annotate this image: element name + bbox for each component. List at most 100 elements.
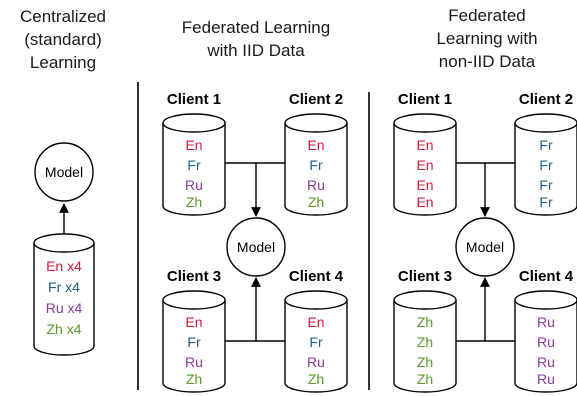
language-label: Fr (309, 157, 323, 173)
non-iid-heading: Federated Learning with non-IID Data (436, 6, 537, 71)
language-label: Fr (539, 137, 553, 153)
centralized-section: Model En x4 Fr x4 Ru x4 Zh x4 (33, 142, 95, 356)
iid-model-node: Model (226, 217, 286, 277)
language-label: En (307, 137, 324, 153)
non-iid-heading-line-1: Federated (448, 6, 526, 25)
cylinder-top (393, 290, 457, 310)
cylinder-body (284, 300, 348, 393)
cylinder-top (514, 113, 577, 133)
language-label: Ru (307, 177, 325, 193)
centralized-heading-line-1: Centralized (20, 7, 106, 26)
language-label: Zh (186, 194, 202, 210)
language-label: Fr (309, 334, 323, 350)
language-label: Fr x4 (48, 279, 80, 295)
client-label: Client 2 (519, 91, 573, 108)
model-circle (34, 142, 94, 202)
model-circle (226, 217, 286, 277)
language-label: Zh (417, 314, 433, 330)
language-label: Ru (307, 354, 325, 370)
cylinder-top (393, 113, 457, 133)
cylinder-body (33, 243, 95, 356)
language-label: En (307, 314, 324, 330)
non-iid-model-node: Model (455, 217, 515, 277)
cylinder-body (393, 300, 457, 393)
client-label: Client 4 (289, 268, 344, 285)
centralized-model-node: Model (34, 142, 94, 202)
language-label: En x4 (46, 258, 82, 274)
model-circle (455, 217, 515, 277)
language-label: Zh (308, 371, 324, 387)
language-label: Zh (186, 371, 202, 387)
language-label: En (185, 314, 202, 330)
language-label: Fr (539, 194, 553, 210)
model-label: Model (237, 239, 275, 255)
cylinder-body (284, 123, 348, 216)
cylinder-top (33, 233, 95, 253)
language-label: Zh (417, 354, 433, 370)
cylinder-top (514, 290, 577, 310)
client-label: Client 3 (167, 268, 221, 285)
language-label: Fr (187, 157, 201, 173)
cylinder-top (284, 290, 348, 310)
cylinder-top (284, 113, 348, 133)
client-label: Client 2 (289, 91, 343, 108)
iid-heading-line-1: Federated Learning (182, 18, 330, 37)
language-label: Ru (537, 334, 555, 350)
model-label: Model (45, 164, 83, 180)
language-label: Zh (308, 194, 324, 210)
cylinder-body (514, 300, 577, 393)
iid-heading: Federated Learning with IID Data (182, 18, 330, 60)
non-iid-connectors (456, 162, 515, 342)
language-label: Zh x4 (46, 321, 81, 337)
language-label: Fr (539, 177, 553, 193)
client-label: Client 1 (167, 91, 221, 108)
language-label: En (416, 157, 433, 173)
centralized-heading-line-3: Learning (30, 53, 96, 72)
model-label: Model (466, 239, 504, 255)
centralized-heading: Centralized (standard) Learning (20, 7, 106, 72)
cylinder-body (162, 123, 226, 216)
language-label: En (185, 137, 202, 153)
language-label: Fr (187, 334, 201, 350)
language-label: Zh (417, 334, 433, 350)
non-iid-heading-line-2: Learning with (436, 29, 537, 48)
language-label: Ru (185, 354, 203, 370)
language-label: Zh (417, 371, 433, 387)
cylinder-body (162, 300, 226, 393)
non-iid-heading-line-3: non-IID Data (439, 52, 536, 71)
language-label: Ru x4 (46, 300, 83, 316)
language-label: Fr (539, 157, 553, 173)
iid-heading-line-2: with IID Data (206, 41, 305, 60)
cylinder-top (162, 290, 226, 310)
cylinder-top (162, 113, 226, 133)
database-cylinder: En x4 Fr x4 Ru x4 Zh x4 (33, 233, 95, 356)
language-label: Ru (537, 314, 555, 330)
centralized-heading-line-2: (standard) (24, 30, 101, 49)
language-label: En (416, 137, 433, 153)
cylinder-body (393, 123, 457, 216)
language-label: Ru (185, 177, 203, 193)
language-label: En (416, 177, 433, 193)
iid-connectors (225, 162, 285, 342)
language-label: En (416, 194, 433, 210)
client-label: Client 3 (398, 268, 452, 285)
language-label: Ru (537, 371, 555, 387)
